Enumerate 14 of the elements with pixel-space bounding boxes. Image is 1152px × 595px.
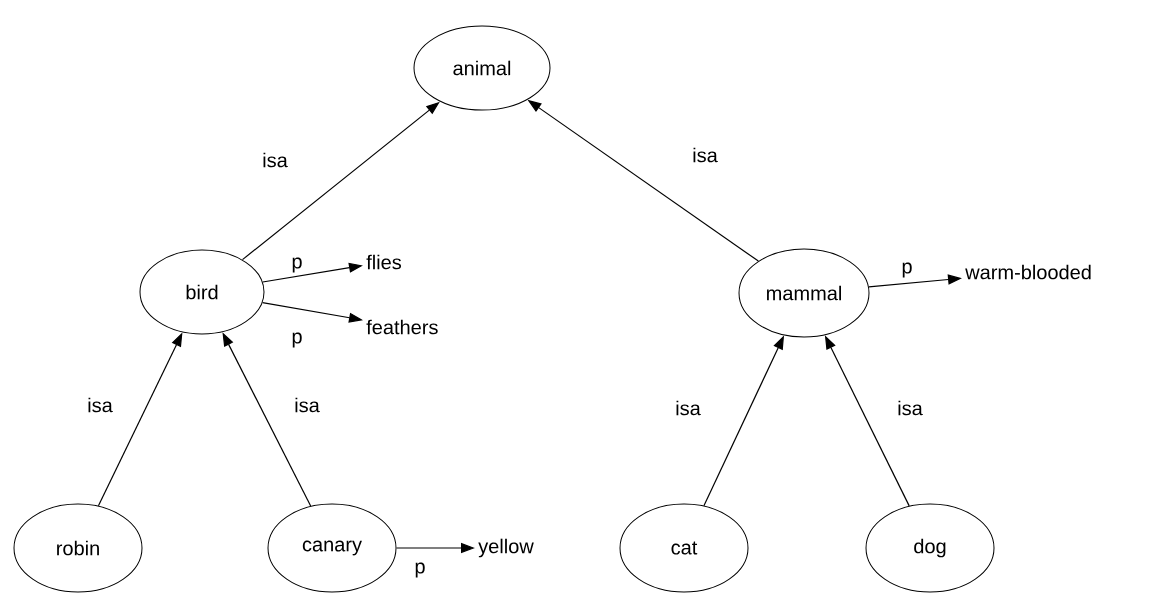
property-text: yellow [478, 538, 534, 558]
edge-label: p [290, 256, 304, 274]
edge-label: isa [896, 399, 924, 417]
edge-label: p [290, 331, 304, 349]
edge-label: p [413, 561, 427, 579]
edge-label: isa [293, 396, 321, 414]
property-text: feathers [366, 319, 438, 335]
edge-label: isa [674, 399, 702, 417]
property-text: flies [366, 254, 402, 270]
edge-label: isa [86, 396, 114, 414]
edge-label: isa [691, 146, 719, 164]
property-text: warm-blooded [965, 264, 1091, 280]
edge-label: p [900, 261, 914, 279]
edge-label: isa [261, 151, 289, 169]
